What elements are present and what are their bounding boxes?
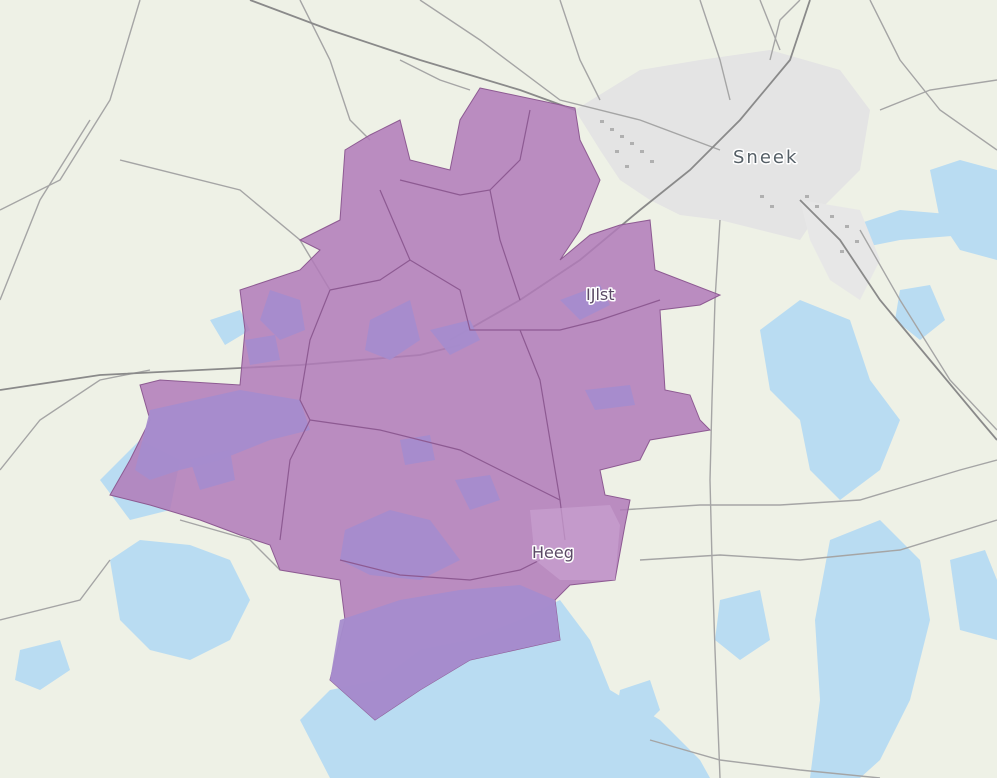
water-layer: [15, 160, 997, 778]
region-water-2: [340, 510, 460, 580]
lake-southeast: [810, 520, 930, 778]
region-water-3: [330, 585, 560, 720]
lake-small-w1: [210, 310, 250, 345]
region-water-7: [560, 285, 610, 320]
region-water-5: [365, 300, 420, 360]
lake-south-center: [615, 680, 660, 730]
railway-east: [799, 199, 997, 441]
road-2: [0, 119, 91, 301]
road-15: [179, 519, 281, 571]
road-11: [709, 219, 721, 778]
lake-small-w2: [15, 640, 70, 690]
road-7: [559, 0, 601, 101]
road-6: [419, 0, 721, 151]
road-13: [639, 519, 997, 561]
road-12: [619, 459, 997, 511]
road-9: [759, 0, 781, 51]
place-labels: Sneek IJlst Heeg: [531, 146, 798, 564]
region-water-8: [585, 385, 635, 410]
railway-main: [249, 0, 576, 111]
label-ijlst: IJlst: [586, 285, 615, 304]
region-water-11: [400, 435, 435, 465]
lake-east-small: [950, 550, 997, 640]
road-8: [699, 0, 731, 101]
water-northeast: [930, 160, 997, 260]
region-water-10: [190, 450, 235, 490]
sneek-urban-area: [575, 50, 870, 240]
road-1: [0, 0, 141, 211]
region-water: [135, 285, 635, 720]
region-water-6: [430, 320, 480, 355]
road-14: [859, 229, 997, 431]
road-18: [879, 79, 997, 111]
region-water-9: [455, 475, 500, 510]
water-strip-se: [715, 590, 770, 660]
region-water-4: [260, 290, 305, 340]
road-5: [299, 0, 371, 141]
label-heeg: Heeg: [532, 543, 574, 562]
region-water-12: [245, 335, 280, 365]
road-3: [0, 369, 151, 471]
road-19: [399, 59, 471, 91]
road-20: [769, 0, 801, 61]
water-east-pond: [895, 285, 945, 340]
region-water-1: [135, 390, 310, 480]
label-sneek: Sneek: [733, 147, 798, 168]
road-10: [869, 0, 997, 151]
sneek-buildings: [600, 120, 859, 253]
heeg-built-up: [530, 505, 620, 580]
road-17: [649, 739, 881, 778]
lake-south: [300, 600, 710, 778]
region-internal-borders: [279, 109, 661, 581]
road-16: [0, 559, 111, 621]
water-east-channel: [760, 300, 900, 500]
highlighted-region[interactable]: [109, 87, 722, 721]
lake-southwest: [110, 540, 250, 660]
